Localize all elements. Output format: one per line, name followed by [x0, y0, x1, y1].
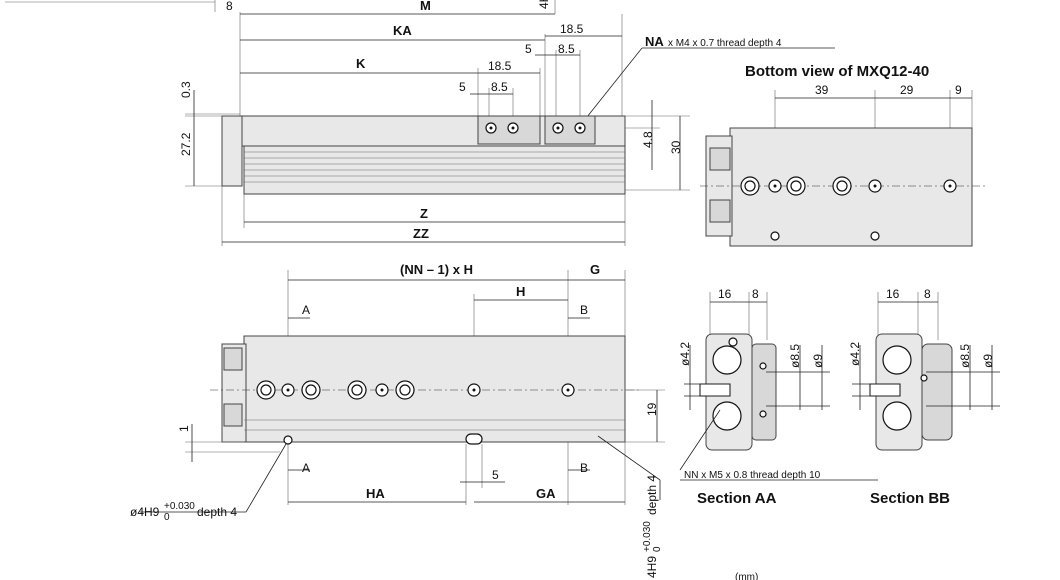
bottom-view: Bottom view of MXQ12-40 39 29 9 — [700, 63, 985, 247]
dim-27-2: 27.2 — [179, 132, 193, 156]
sec-aa-dim-8: 8 — [752, 287, 759, 301]
dim-30: 30 — [669, 140, 683, 154]
sec-aa-dia-4-2: ø4.2 — [678, 342, 692, 366]
dim-18-5-mid: 18.5 — [488, 59, 512, 73]
section-bb: 16 8 ø4.2 ø8.5 ø9 Section BB — [848, 287, 1000, 507]
dim-5-slot: 5 — [492, 468, 499, 482]
sec-aa-dia-8-5: ø8.5 — [788, 344, 802, 368]
dim-ZZ-label: ZZ — [413, 226, 429, 241]
slot-spec: 4H9 — [645, 556, 659, 578]
dim-Z-label: Z — [420, 206, 428, 221]
dim-8-top: 8 — [226, 0, 233, 13]
dim-8-5-mid: 8.5 — [491, 80, 508, 94]
dim-K-label: K — [356, 56, 366, 71]
section-aa-title: Section AA — [697, 490, 777, 507]
dim-KA-label: KA — [393, 23, 412, 38]
dim-1: 1 — [177, 425, 191, 432]
bv-dim-29: 29 — [900, 83, 914, 97]
slot-tolerance-lower: 0 — [652, 546, 663, 552]
sec-aa-dia-9: ø9 — [811, 354, 825, 368]
sec-bb-dia-4-2: ø4.2 — [848, 342, 862, 366]
bv-dim-9: 9 — [955, 83, 962, 97]
dim-19: 19 — [645, 402, 659, 416]
dim-4h9-top: 4H — [537, 0, 551, 9]
section-aa: 16 8 ø4.2 ø8.5 ø9 NN x M5 x 0.8 thread d… — [678, 287, 878, 507]
bottom-view-title: Bottom view of MXQ12-40 — [745, 63, 929, 80]
section-mark-A-bottom: A — [302, 461, 310, 475]
NA-thread-spec: x M4 x 0.7 thread depth 4 — [668, 38, 782, 49]
dim-GA-label: GA — [536, 486, 556, 501]
sec-aa-dim-16: 16 — [718, 287, 732, 301]
unit-label: (mm) — [735, 572, 758, 580]
dim-4-8: 4.8 — [641, 131, 655, 148]
dim-G-label: G — [590, 262, 600, 277]
dim-M-label: M — [420, 0, 431, 13]
side-view-top: 8 M 4H KA 18.5 5 8.5 NA x M4 x 0.7 threa… — [5, 0, 835, 246]
section-mark-B-bottom: B — [580, 461, 588, 475]
sec-bb-dia-9: ø9 — [981, 354, 995, 368]
section-mark-B-top: B — [580, 303, 588, 317]
NA-label: NA — [645, 34, 664, 49]
slot-tolerance-upper: +0.030 — [642, 521, 653, 552]
hole-tolerance-lower: 0 — [164, 512, 170, 523]
dim-HA-label: HA — [366, 486, 385, 501]
plan-view-bottom: (NN – 1) x H G H A B 1 19 A — [130, 262, 758, 580]
dim-5-mid: 5 — [459, 80, 466, 94]
section-bb-title: Section BB — [870, 490, 950, 507]
hole-spec: ø4H9 — [130, 505, 160, 519]
hole-depth: depth 4 — [197, 505, 237, 519]
dim-0-3: 0.3 — [179, 81, 193, 98]
dim-NN-H: (NN – 1) x H — [400, 262, 473, 277]
dim-8-5-upper: 8.5 — [558, 42, 575, 56]
slot-depth: depth 4 — [645, 475, 659, 515]
bv-dim-39: 39 — [815, 83, 829, 97]
sec-bb-dim-16: 16 — [886, 287, 900, 301]
dim-5-upper: 5 — [525, 42, 532, 56]
sec-bb-dia-8-5: ø8.5 — [958, 344, 972, 368]
dim-18-5-top: 18.5 — [560, 22, 584, 36]
NN-thread-spec: NN x M5 x 0.8 thread depth 10 — [684, 470, 821, 481]
hole-tolerance-upper: +0.030 — [164, 501, 195, 512]
section-mark-A-top: A — [302, 303, 310, 317]
sec-bb-dim-8: 8 — [924, 287, 931, 301]
dim-H-label: H — [516, 284, 525, 299]
